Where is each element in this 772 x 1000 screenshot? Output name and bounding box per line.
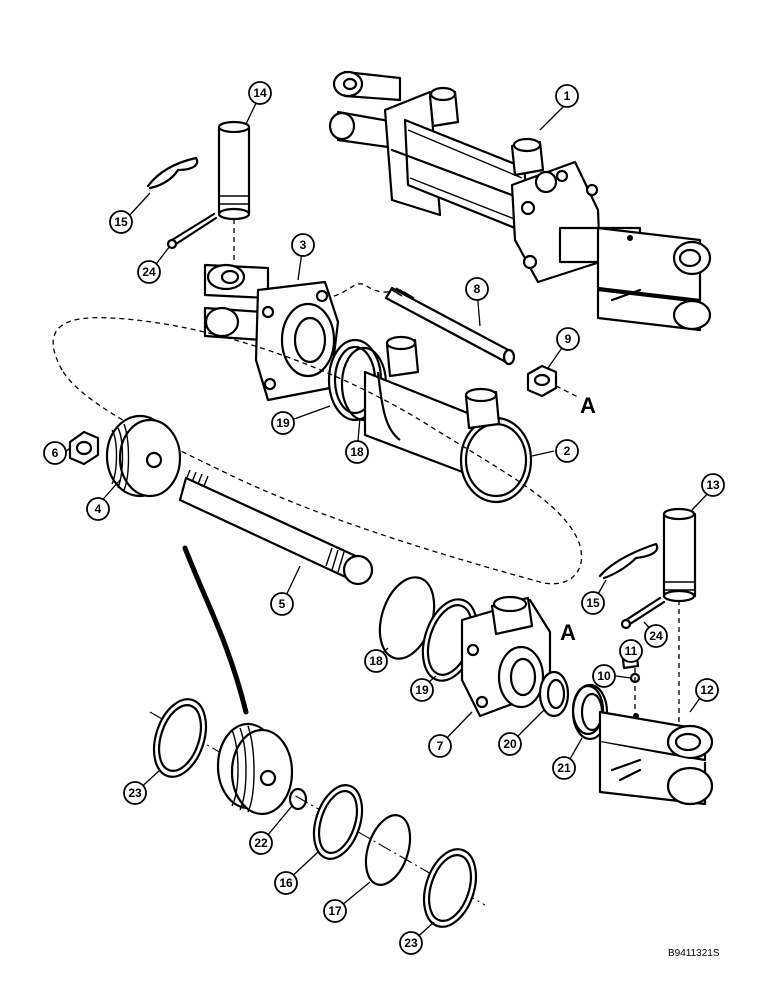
svg-text:18: 18 bbox=[350, 445, 364, 459]
piston-seal bbox=[312, 784, 364, 860]
svg-text:23: 23 bbox=[128, 786, 142, 800]
callout-14: 14 bbox=[248, 81, 272, 105]
callout-22: 22 bbox=[249, 831, 273, 855]
callout-13: 13 bbox=[701, 473, 725, 497]
front-end-cap bbox=[460, 595, 552, 718]
assembly-arrow bbox=[182, 545, 249, 715]
svg-text:15: 15 bbox=[586, 596, 600, 610]
upper-cotter-pin bbox=[170, 212, 218, 246]
svg-text:12: 12 bbox=[700, 683, 714, 697]
callout-21: 21 bbox=[552, 756, 576, 780]
callout-18-lower: 18 bbox=[364, 649, 388, 673]
svg-text:2: 2 bbox=[564, 444, 571, 458]
rod-assembly-dashed-loop bbox=[52, 316, 583, 585]
piston-nut bbox=[68, 430, 100, 466]
lower-hairpin-clip bbox=[598, 542, 659, 580]
svg-text:3: 3 bbox=[300, 238, 307, 252]
svg-text:23: 23 bbox=[404, 936, 418, 950]
callout-18-upper: 18 bbox=[345, 440, 369, 464]
callout-9: 9 bbox=[556, 327, 580, 351]
svg-text:8: 8 bbox=[474, 282, 481, 296]
upper-pin bbox=[217, 120, 251, 221]
svg-text:10: 10 bbox=[597, 669, 611, 683]
callout-24-upper: 24 bbox=[137, 260, 161, 284]
svg-text:5: 5 bbox=[279, 597, 286, 611]
svg-text:17: 17 bbox=[328, 904, 342, 918]
piston-inner-o-ring bbox=[288, 787, 308, 811]
svg-text:24: 24 bbox=[649, 629, 663, 643]
svg-text:15: 15 bbox=[114, 215, 128, 229]
svg-text:4: 4 bbox=[95, 502, 102, 516]
callout-15-upper: 15 bbox=[109, 210, 133, 234]
svg-text:14: 14 bbox=[253, 86, 267, 100]
callout-15-lower: 15 bbox=[581, 591, 605, 615]
callout-5: 5 bbox=[270, 592, 294, 616]
callout-7: 7 bbox=[428, 734, 452, 758]
tie-rod-dashed-path bbox=[333, 283, 395, 297]
callout-23-left: 23 bbox=[123, 781, 147, 805]
nut-9-alignment-line bbox=[555, 385, 581, 399]
piston-o-ring bbox=[364, 814, 412, 886]
callout-8: 8 bbox=[465, 277, 489, 301]
svg-text:24: 24 bbox=[142, 265, 156, 279]
callout-leaders bbox=[63, 96, 714, 943]
svg-text:1: 1 bbox=[564, 89, 571, 103]
callout-17: 17 bbox=[323, 899, 347, 923]
upper-hairpin-clip bbox=[146, 156, 199, 190]
figure-code: B9411321S bbox=[668, 948, 720, 959]
rear-end-cap bbox=[203, 263, 340, 402]
lower-pin bbox=[662, 507, 697, 603]
callout-3: 3 bbox=[291, 233, 315, 257]
svg-text:21: 21 bbox=[557, 761, 571, 775]
assembled-cylinder bbox=[328, 70, 712, 332]
piston-lower bbox=[216, 722, 294, 816]
callout-1: 1 bbox=[555, 84, 579, 108]
nut-9 bbox=[526, 364, 558, 398]
callout-23-right: 23 bbox=[399, 931, 423, 955]
callout-16: 16 bbox=[274, 871, 298, 895]
svg-text:18: 18 bbox=[369, 654, 383, 668]
callout-12: 12 bbox=[695, 678, 719, 702]
callout-4: 4 bbox=[86, 497, 110, 521]
svg-text:11: 11 bbox=[625, 644, 638, 658]
callout-20: 20 bbox=[498, 732, 522, 756]
svg-text:6: 6 bbox=[52, 446, 59, 460]
callout-19-lower: 19 bbox=[410, 678, 434, 702]
rod-clevis bbox=[598, 710, 714, 806]
svg-text:7: 7 bbox=[437, 739, 444, 753]
callout-19-upper: 19 bbox=[271, 411, 295, 435]
callout-11: 11 bbox=[619, 639, 643, 663]
piston bbox=[105, 414, 182, 498]
svg-text:19: 19 bbox=[276, 416, 290, 430]
piston-rod bbox=[178, 469, 374, 586]
reference-letter-upper: A bbox=[580, 393, 596, 418]
svg-text:19: 19 bbox=[415, 683, 429, 697]
reference-letter-lower: A bbox=[560, 620, 576, 645]
svg-text:20: 20 bbox=[503, 737, 517, 751]
svg-text:9: 9 bbox=[565, 332, 572, 346]
svg-text:22: 22 bbox=[254, 836, 268, 850]
callout-24-lower: 24 bbox=[644, 624, 668, 648]
callout-2: 2 bbox=[555, 439, 579, 463]
callout-6: 6 bbox=[43, 441, 67, 465]
barrel-tube bbox=[363, 335, 533, 504]
tie-rod bbox=[384, 286, 516, 366]
svg-text:13: 13 bbox=[706, 478, 720, 492]
lower-cotter-pin bbox=[624, 596, 666, 626]
svg-text:16: 16 bbox=[279, 876, 293, 890]
callout-10: 10 bbox=[592, 664, 616, 688]
